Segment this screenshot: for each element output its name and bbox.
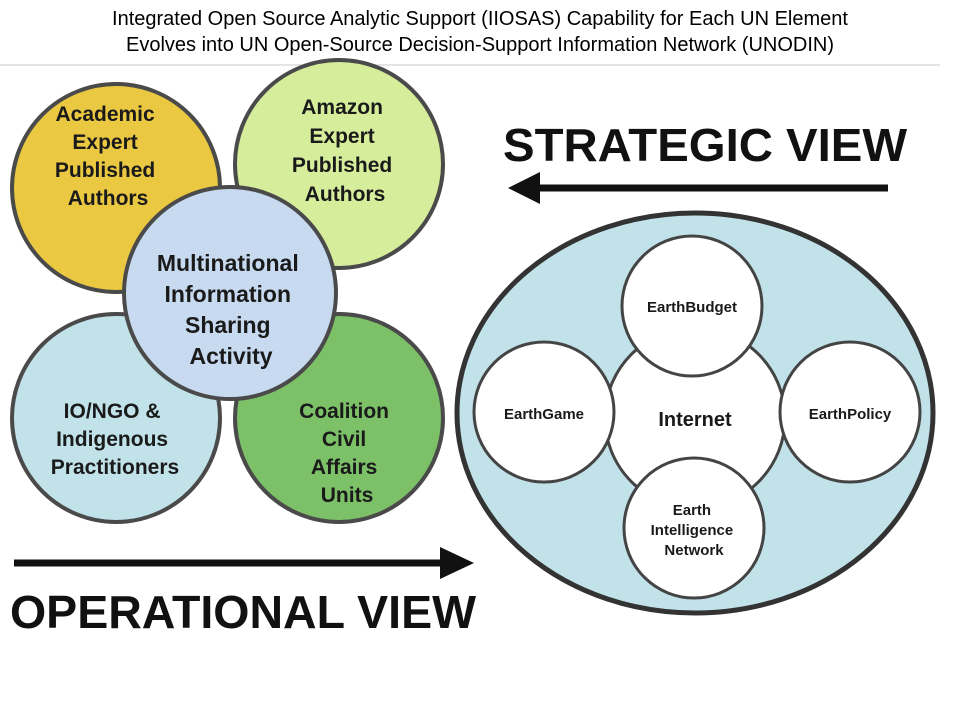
earth-intelligence-circle bbox=[622, 456, 766, 600]
operational-view-heading: OPERATIONAL VIEW bbox=[10, 586, 477, 638]
strategic-arrow bbox=[508, 172, 888, 204]
node-earth-intelligence-network: Earth Intelligence Network bbox=[622, 456, 766, 600]
title-divider bbox=[0, 64, 940, 66]
earthgame-label: EarthGame bbox=[504, 406, 584, 423]
operational-arrow bbox=[14, 547, 474, 579]
strategic-arrow-head bbox=[508, 172, 540, 204]
center-label: Multinational Information Sharing Activi… bbox=[157, 250, 305, 369]
academic-label: Academic Expert Published Authors bbox=[55, 103, 161, 210]
amazon-label: Amazon Expert Published Authors bbox=[292, 96, 398, 206]
strategic-view-heading: STRATEGIC VIEW bbox=[503, 119, 908, 171]
earthbudget-label: EarthBudget bbox=[647, 299, 737, 316]
node-earthpolicy: EarthPolicy bbox=[778, 340, 922, 484]
coalition-label: Coalition Civil Affairs Units bbox=[299, 400, 395, 507]
node-earthbudget: EarthBudget bbox=[620, 234, 764, 378]
earthbudget-circle bbox=[620, 234, 764, 378]
earthpolicy-label: EarthPolicy bbox=[809, 406, 892, 423]
operational-arrow-head bbox=[440, 547, 474, 579]
earthgame-circle bbox=[472, 340, 616, 484]
io-ngo-label: IO/NGO & Indigenous Practitioners bbox=[51, 400, 179, 479]
strategic-network: Internet EarthBudget EarthGame EarthPoli… bbox=[454, 210, 936, 616]
center-circle-shape bbox=[122, 185, 338, 401]
slide-title: Integrated Open Source Analytic Support … bbox=[0, 6, 960, 58]
internet-hub-label: Internet bbox=[658, 409, 732, 431]
earth-intelligence-label: Earth Intelligence Network bbox=[651, 502, 738, 559]
earthpolicy-circle bbox=[778, 340, 922, 484]
title-line-2: Evolves into UN Open-Source Decision-Sup… bbox=[125, 34, 835, 56]
circle-center: Multinational Information Sharing Activi… bbox=[122, 185, 338, 401]
node-earthgame: EarthGame bbox=[472, 340, 616, 484]
title-line-1: Integrated Open Source Analytic Support … bbox=[112, 8, 848, 30]
